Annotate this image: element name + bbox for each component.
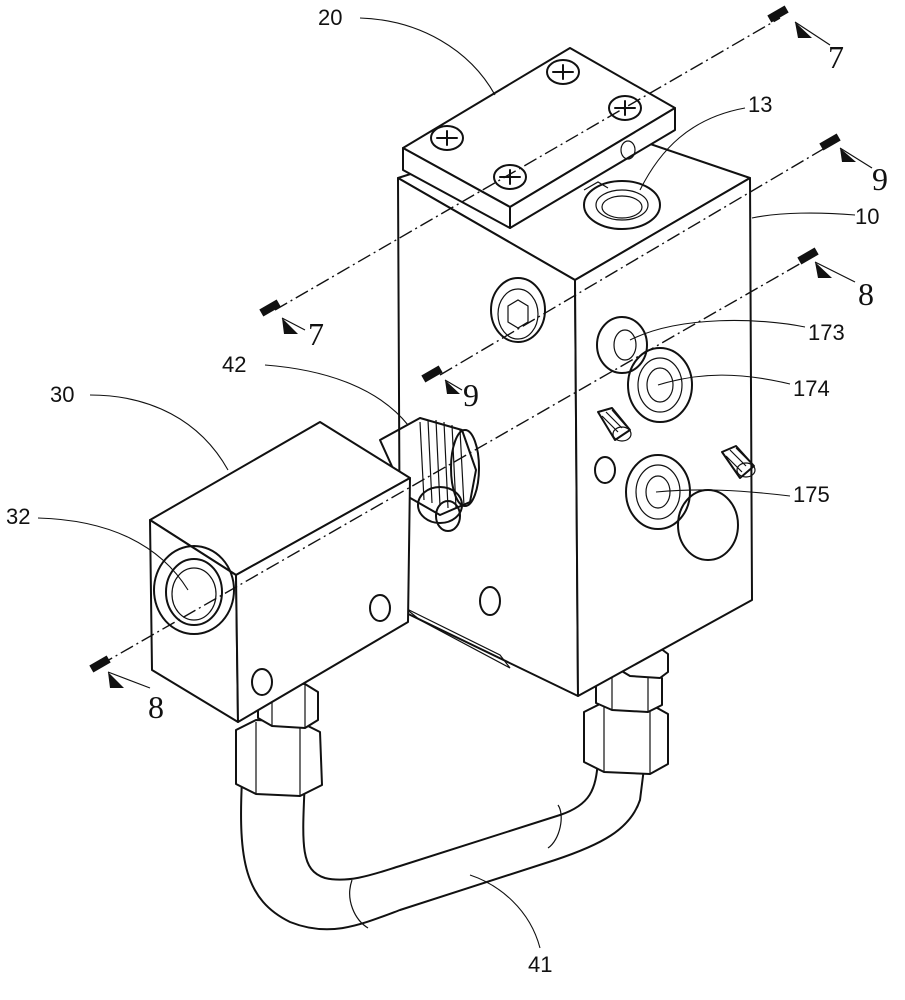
label-port-b: 174 <box>793 376 830 401</box>
label-valve-body: 10 <box>855 204 879 229</box>
tube-41 <box>240 759 646 931</box>
label-fitting: 42 <box>222 352 246 377</box>
section-mark-7-right: 7 <box>828 39 844 75</box>
label-cap-plate: 20 <box>318 5 342 30</box>
section-line-8 <box>89 247 856 689</box>
section-line-7 <box>259 5 831 334</box>
screw-icon <box>430 125 464 151</box>
section-mark-8-left: 8 <box>148 689 164 725</box>
lower-fitting-left <box>235 681 323 797</box>
cap-plate-20 <box>402 47 676 229</box>
screw-icon <box>493 164 527 190</box>
label-actuator-block: 30 <box>50 382 74 407</box>
leader-lines <box>37 17 856 949</box>
screw-icon <box>608 95 642 121</box>
set-screw-right <box>721 445 756 479</box>
section-mark-9-right: 9 <box>872 161 888 197</box>
label-inlet-port: 13 <box>748 92 772 117</box>
label-actuator-port: 32 <box>6 504 30 529</box>
section-mark-8-right: 8 <box>858 276 874 312</box>
set-screw-left <box>597 407 632 442</box>
label-port-a: 173 <box>808 320 845 345</box>
fitting-42 <box>379 417 480 524</box>
section-mark-9-left: 9 <box>463 377 479 413</box>
label-port-c: 175 <box>793 482 830 507</box>
screw-icon <box>546 59 580 85</box>
actuator-block-30 <box>149 421 411 723</box>
label-tube: 41 <box>528 952 552 977</box>
valve-body-10 <box>397 119 756 697</box>
section-mark-7-left: 7 <box>308 316 324 352</box>
section-line-9 <box>421 133 873 394</box>
